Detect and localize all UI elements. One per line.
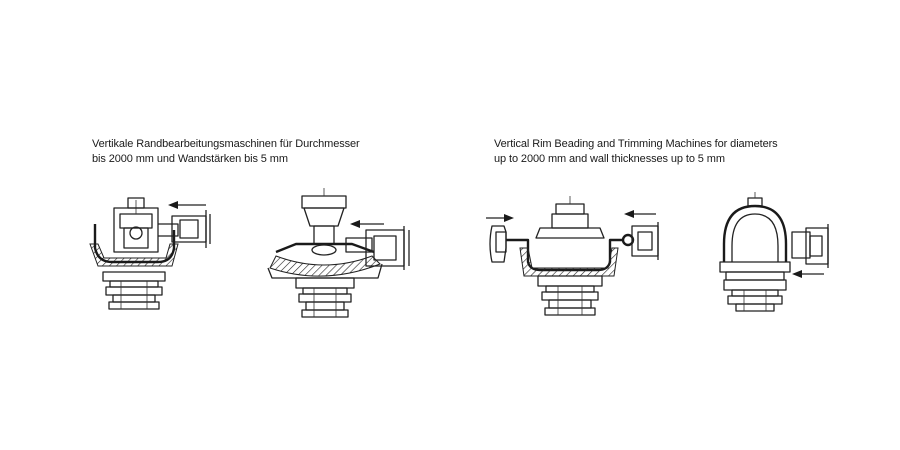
caption-english: Vertical Rim Beading and Trimming Machin… — [494, 137, 778, 167]
machine-drawing-3-rim-beading — [486, 196, 659, 316]
caption-english-line-2: up to 2000 mm and wall thicknesses up to… — [494, 153, 725, 165]
caption-german: Vertikale Randbearbeitungsmaschinen für … — [92, 137, 360, 167]
caption-german-line-2: bis 2000 mm und Wandstärken bis 5 mm — [92, 153, 288, 165]
machine-drawing-2-dish-trimming — [267, 188, 410, 318]
caption-german-line-1: Vertikale Randbearbeitungsmaschinen für … — [92, 138, 360, 150]
machine-drawing-1-rim-trimming — [89, 197, 211, 310]
caption-english-line-1: Vertical Rim Beading and Trimming Machin… — [494, 138, 778, 150]
machine-drawing-4-dome-beading — [719, 192, 829, 312]
